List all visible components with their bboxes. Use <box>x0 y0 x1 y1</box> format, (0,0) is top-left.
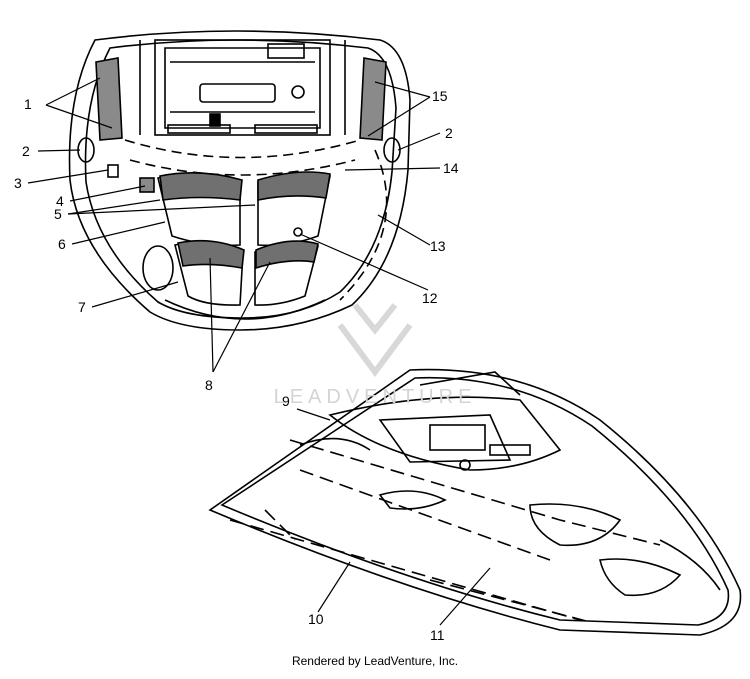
callout-14: 14 <box>443 160 459 176</box>
watermark-text: LEADVENTURE <box>273 386 477 408</box>
callout-labels: 1 2 2 3 4 5 6 7 8 9 10 11 12 13 14 15 <box>14 88 459 643</box>
callout-13: 13 <box>430 238 446 254</box>
callout-15: 15 <box>432 88 448 104</box>
callout-5: 5 <box>54 206 62 222</box>
callout-4: 4 <box>56 193 64 209</box>
right-emblem-decal <box>383 137 401 163</box>
hood-front-view <box>68 30 411 331</box>
callout-3: 3 <box>14 175 22 191</box>
left-louver-decal <box>95 57 123 141</box>
callout-6: 6 <box>58 236 66 252</box>
footer-credit: Rendered by LeadVenture, Inc. <box>291 654 459 668</box>
callout-7: 7 <box>78 299 86 315</box>
watermark-emblem <box>337 303 413 378</box>
callout-2-left: 2 <box>22 143 30 159</box>
callout-9: 9 <box>282 393 290 409</box>
rear-storage-box <box>154 39 331 136</box>
callout-1: 1 <box>24 96 32 112</box>
callout-12: 12 <box>422 290 438 306</box>
callout-11: 11 <box>430 627 445 643</box>
leader-lines <box>27 77 491 626</box>
hood-side-view <box>208 368 742 636</box>
right-louver-decal <box>359 57 387 141</box>
callout-10: 10 <box>308 611 324 627</box>
callout-8: 8 <box>205 377 213 393</box>
callout-2-right: 2 <box>445 125 453 141</box>
